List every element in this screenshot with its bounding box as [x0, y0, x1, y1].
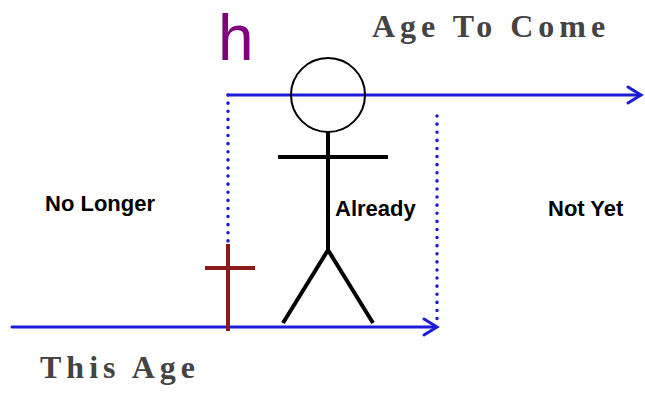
period-label: Already [335, 198, 416, 220]
age-heading: Age To Come [372, 10, 610, 42]
symbol-glyph: h [218, 6, 254, 70]
cross-symbol [205, 244, 255, 331]
arrow-head [628, 87, 641, 103]
period-label: Not Yet [548, 198, 623, 220]
stick-figure [278, 58, 388, 323]
this-age-line [12, 326, 436, 329]
arrow-head [424, 319, 437, 335]
age-to-come-line [228, 94, 640, 97]
age-heading: This Age [40, 351, 200, 383]
period-label: No Longer [45, 193, 155, 215]
dotted-boundary [435, 116, 439, 324]
